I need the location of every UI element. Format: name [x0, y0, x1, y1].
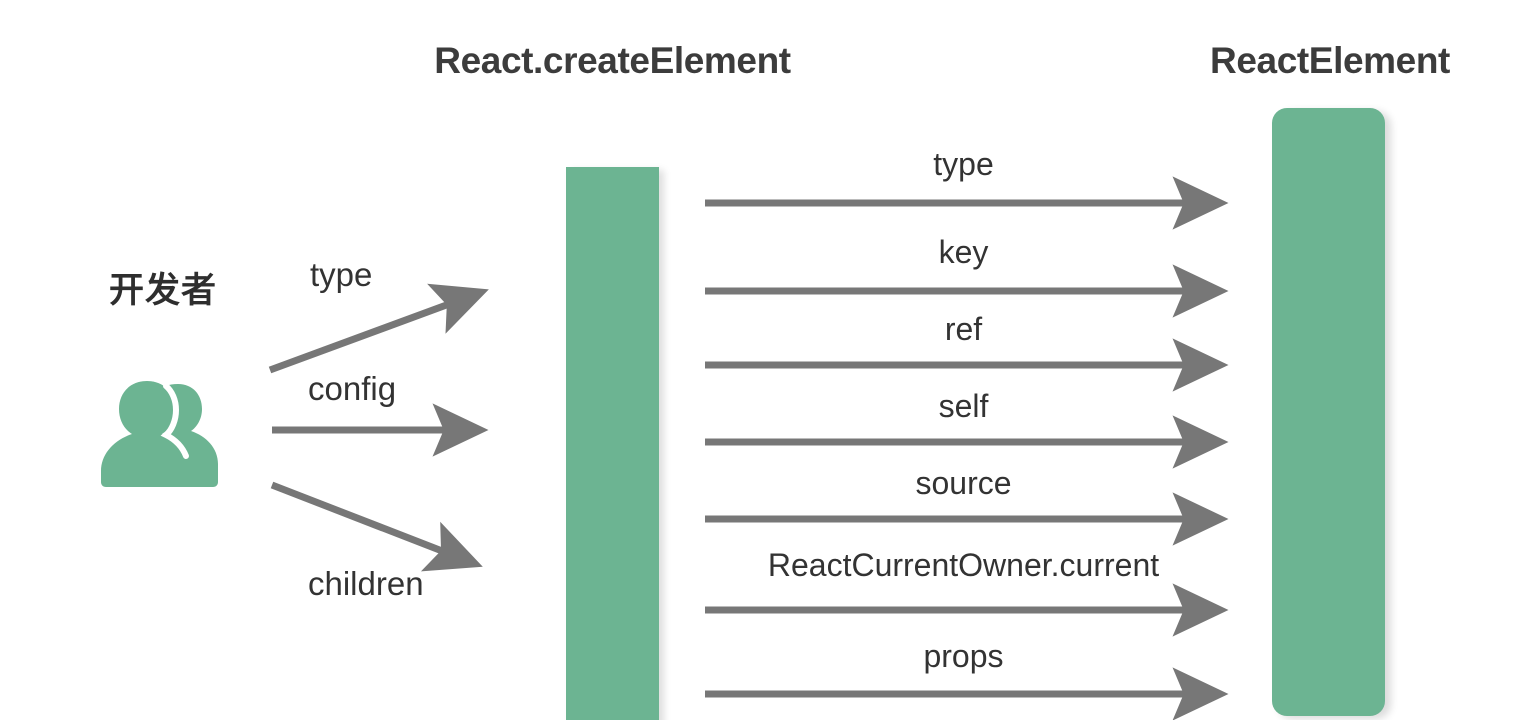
property-label-ref: ref: [944, 311, 983, 347]
two-people-icon: [101, 381, 218, 487]
input-arrow-children: [270, 481, 483, 572]
property-label-source: source: [915, 465, 1012, 501]
property-label-props: props: [923, 638, 1004, 674]
input-arrow-type: [268, 283, 489, 374]
input-label-config: config: [308, 370, 397, 407]
input-label-children: children: [308, 565, 424, 602]
property-label-self: self: [938, 388, 989, 424]
property-label-key: key: [938, 234, 989, 270]
column-title-react-element: ReactElement: [1210, 40, 1450, 81]
input-label-type: type: [310, 256, 373, 293]
column-title-create-element: React.createElement: [434, 40, 791, 81]
property-label-type: type: [933, 146, 994, 182]
property-label-react-current-owner: ReactCurrentOwner.current: [767, 547, 1160, 583]
developer-label: 开发者: [108, 271, 217, 310]
react-element-bar: [1272, 108, 1385, 716]
create-element-bar: [566, 167, 659, 720]
